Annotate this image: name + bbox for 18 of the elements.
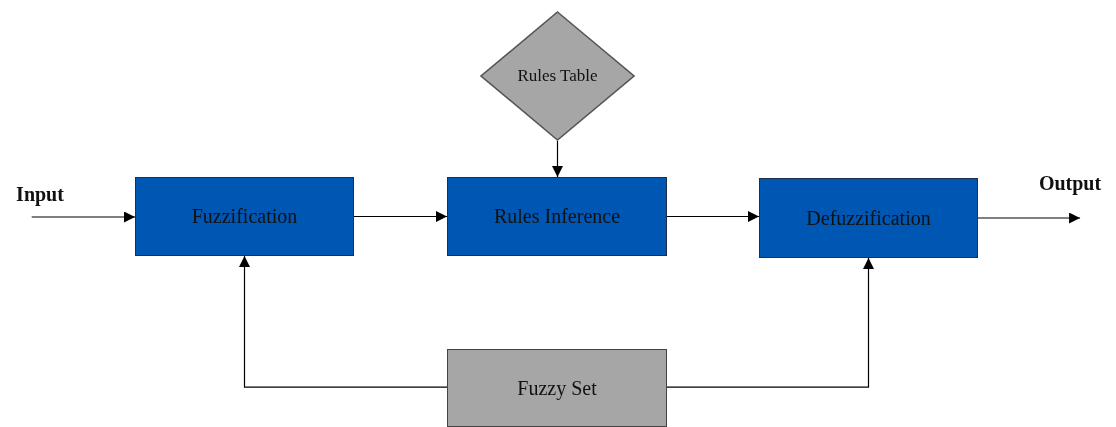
arrow (977, 212, 1081, 224)
process-box (759, 178, 978, 258)
arrow (666, 211, 760, 222)
process-box (135, 177, 354, 256)
node-label: Fuzzification (191, 205, 298, 228)
flow-label: Output (1038, 172, 1102, 195)
flow-label: Input (16, 183, 64, 206)
node-label: Rules Table (517, 66, 598, 86)
arrow (552, 140, 563, 178)
arrow (31, 211, 136, 223)
arrow (353, 211, 448, 222)
arrow (239, 255, 448, 388)
node-label: Rules Inference (493, 205, 620, 228)
arrow (666, 257, 874, 388)
process-box (447, 349, 667, 427)
node-label: Defuzzification (806, 206, 931, 230)
node-label: Fuzzy Set (517, 376, 597, 400)
process-box (447, 177, 667, 256)
